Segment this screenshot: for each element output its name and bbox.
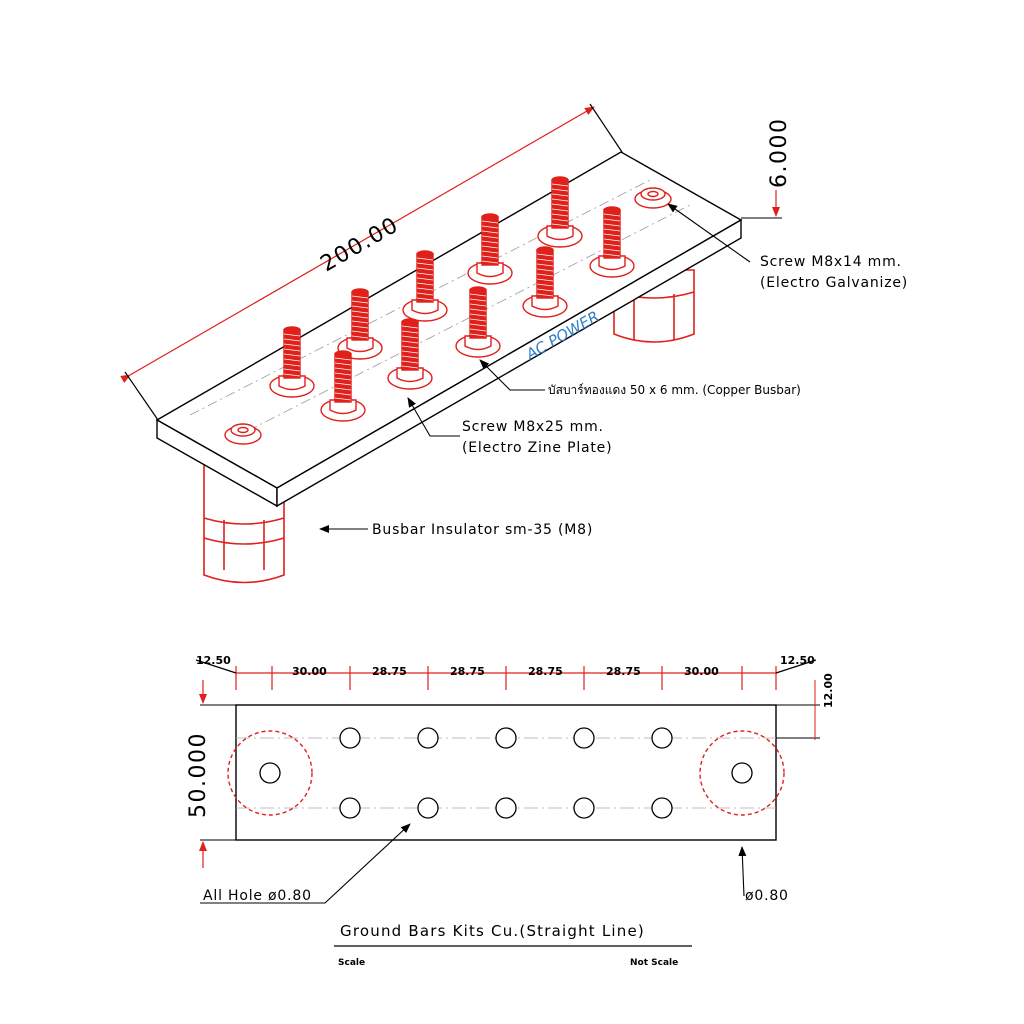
insulator-hole-right	[731, 762, 753, 784]
title-block: Ground Bars Kits Cu.(Straight Line) Scal…	[334, 922, 692, 968]
plan-view: 12.50 12.50 30.00 28.75 28.75 28.75 28.7…	[186, 654, 835, 904]
bolt-hole	[417, 797, 439, 819]
bolt-hole	[573, 797, 595, 819]
drawing-title: Ground Bars Kits Cu.(Straight Line)	[340, 922, 645, 940]
insulator-bolt-right	[634, 187, 672, 209]
spacing-dimension: 28.75	[528, 665, 563, 678]
scale-label: Scale	[338, 958, 365, 968]
screw-m8x14-finish-label: (Electro Galvanize)	[760, 275, 908, 291]
bolt-hole	[339, 727, 361, 749]
spacing-dimension: 28.75	[606, 665, 641, 678]
row-offset-dimension-label: 12.00	[822, 673, 835, 708]
right-hole-label: ø0.80	[745, 888, 789, 904]
length-dimension	[120, 103, 623, 421]
busbar-insulator-label: Busbar Insulator sm-35 (M8)	[372, 522, 593, 538]
holes-group	[259, 727, 753, 819]
bolt-hole	[573, 727, 595, 749]
bolt-hole	[495, 797, 517, 819]
scale-value: Not Scale	[630, 958, 678, 968]
spacing-dimension: 30.00	[292, 665, 327, 678]
row-offset-dimension	[776, 680, 820, 740]
copper-busbar-label: บัสบาร์ทองแดง 50 x 6 mm. (Copper Busbar)	[548, 383, 801, 397]
thickness-dimension-label: 6.000	[767, 118, 792, 188]
screw-m8x25-label: Screw M8x25 mm.	[462, 419, 604, 435]
bolt-hole	[339, 797, 361, 819]
length-dimension-label: 200.00	[317, 213, 404, 278]
right-edge-dimension: 12.50	[780, 654, 815, 667]
spacing-dimension: 30.00	[684, 665, 719, 678]
bolt-hole	[417, 727, 439, 749]
bolt-hole	[651, 797, 673, 819]
screw-m8x25-finish-label: (Electro Zine Plate)	[462, 440, 612, 456]
right-insulator-outline	[699, 730, 785, 816]
all-hole-label: All Hole ø0.80	[203, 888, 312, 904]
bolt-hole	[495, 727, 517, 749]
screw-m8x14-label: Screw M8x14 mm.	[760, 254, 902, 270]
leader-lines	[319, 203, 751, 533]
height-dimension	[199, 680, 236, 868]
isometric-view: AC POWER 200.00 6.000 Screw M8x14 mm. (E…	[120, 103, 908, 584]
height-dimension-label: 50.000	[186, 732, 211, 818]
spacing-dimension-chain	[195, 659, 817, 690]
spacing-dimension: 28.75	[450, 665, 485, 678]
thickness-dimension	[741, 190, 782, 219]
all-hole-leader	[200, 823, 411, 904]
insulator-bolt-left	[224, 423, 262, 445]
busbar-plan-outline	[235, 704, 777, 841]
right-hole-leader	[738, 846, 747, 897]
bolt-hole	[651, 727, 673, 749]
insulator-hole-left	[259, 762, 281, 784]
left-insulator-outline	[227, 730, 313, 816]
left-edge-dimension: 12.50	[196, 654, 231, 667]
spacing-dimension: 28.75	[372, 665, 407, 678]
